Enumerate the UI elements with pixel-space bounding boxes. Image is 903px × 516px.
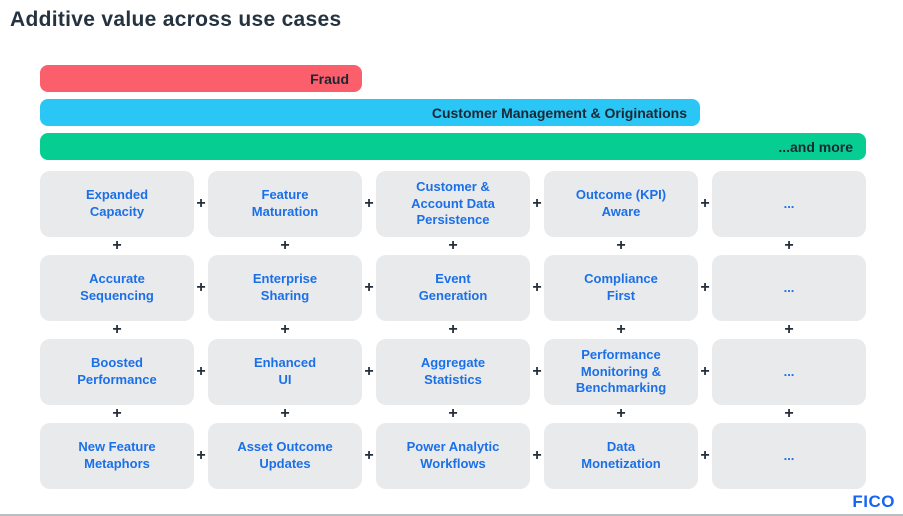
value-grid: Expanded Capacity+Feature Maturation+Cus… [40, 171, 866, 489]
value-box: Asset Outcome Updates [208, 423, 362, 489]
plus-sign: + [448, 237, 458, 254]
fico-logo: FICO [852, 492, 895, 511]
grid-spacer [530, 237, 544, 255]
value-box: Compliance First [544, 255, 698, 321]
plus-sign: + [700, 279, 710, 296]
value-box: Data Monetization [544, 423, 698, 489]
grid-spacer [194, 237, 208, 255]
plus-sign: + [700, 363, 710, 380]
value-box: Outcome (KPI) Aware [544, 171, 698, 237]
plus-sign: + [280, 405, 290, 422]
plus-sign: + [196, 279, 206, 296]
plus-sign: + [448, 321, 458, 338]
value-box: ... [712, 423, 866, 489]
plus-sign: + [280, 321, 290, 338]
value-box: ... [712, 339, 866, 405]
value-box: ... [712, 171, 866, 237]
grid-spacer [362, 405, 376, 423]
value-box: Accurate Sequencing [40, 255, 194, 321]
plus-sign: + [364, 363, 374, 380]
value-box: Event Generation [376, 255, 530, 321]
plus-sign: + [532, 279, 542, 296]
plus-sign: + [784, 237, 794, 254]
plus-sign: + [280, 237, 290, 254]
value-box: Enterprise Sharing [208, 255, 362, 321]
plus-sign: + [112, 237, 122, 254]
plus-sign: + [112, 405, 122, 422]
value-box: Aggregate Statistics [376, 339, 530, 405]
plus-sign: + [364, 279, 374, 296]
plus-sign: + [448, 405, 458, 422]
plus-sign: + [616, 405, 626, 422]
grid-spacer [194, 321, 208, 339]
value-box: Power Analytic Workflows [376, 423, 530, 489]
value-box: Feature Maturation [208, 171, 362, 237]
page-title: Additive value across use cases [10, 8, 342, 31]
plus-sign: + [196, 363, 206, 380]
plus-sign: + [784, 321, 794, 338]
grid-spacer [530, 405, 544, 423]
plus-sign: + [616, 237, 626, 254]
grid-spacer [530, 321, 544, 339]
value-box: Enhanced UI [208, 339, 362, 405]
plus-sign: + [700, 447, 710, 464]
plus-sign: + [364, 195, 374, 212]
grid-spacer [194, 405, 208, 423]
value-box: Expanded Capacity [40, 171, 194, 237]
value-box: ... [712, 255, 866, 321]
bar-customer-management-originations: Customer Management & Originations [40, 99, 700, 126]
plus-sign: + [112, 321, 122, 338]
plus-sign: + [532, 447, 542, 464]
value-box: Performance Monitoring & Benchmarking [544, 339, 698, 405]
plus-sign: + [784, 405, 794, 422]
plus-sign: + [700, 195, 710, 212]
grid-spacer [698, 321, 712, 339]
plus-sign: + [364, 447, 374, 464]
bar-and-more: ...and more [40, 133, 866, 160]
bar-fraud: Fraud [40, 65, 362, 92]
plus-sign: + [196, 447, 206, 464]
plus-sign: + [532, 363, 542, 380]
value-box: New Feature Metaphors [40, 423, 194, 489]
value-box: Boosted Performance [40, 339, 194, 405]
grid-spacer [698, 237, 712, 255]
plus-sign: + [616, 321, 626, 338]
value-box: Customer & Account Data Persistence [376, 171, 530, 237]
grid-spacer [362, 321, 376, 339]
plus-sign: + [532, 195, 542, 212]
grid-spacer [362, 237, 376, 255]
slide-bottom-edge [0, 514, 903, 516]
grid-spacer [698, 405, 712, 423]
use-case-bars: Fraud Customer Management & Originations… [40, 65, 866, 160]
plus-sign: + [196, 195, 206, 212]
